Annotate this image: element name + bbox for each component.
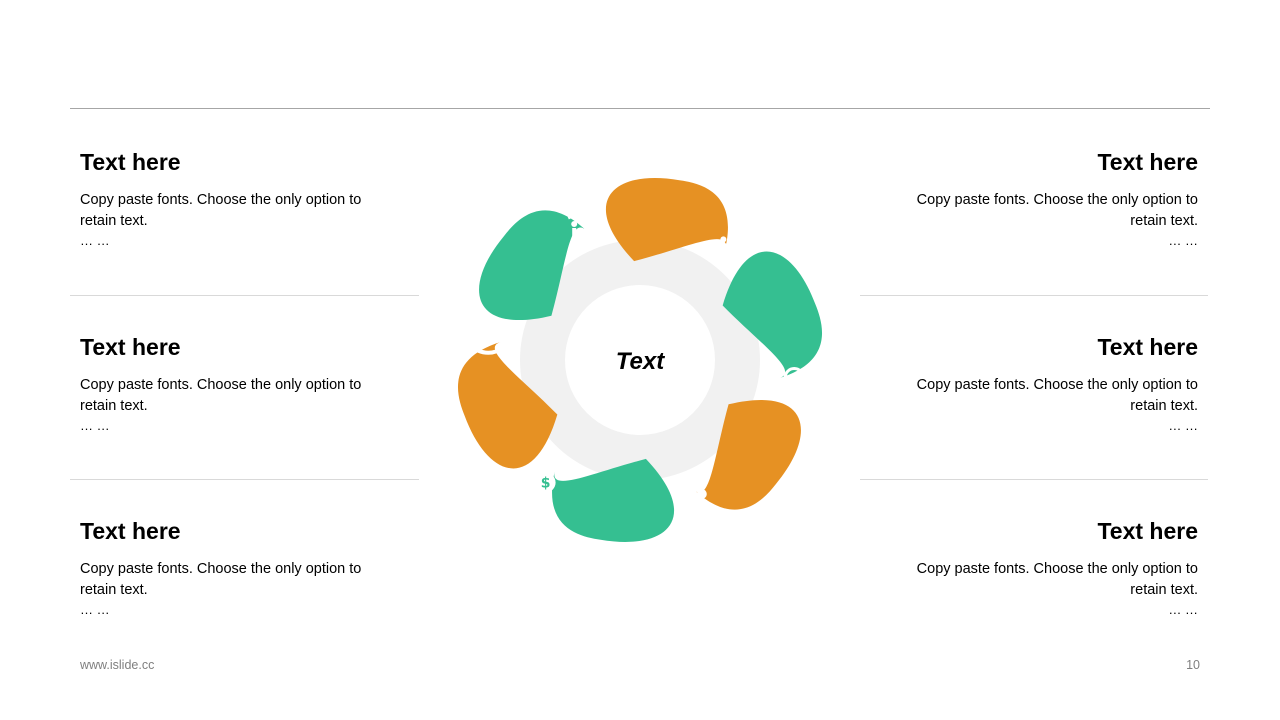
block-title: Text here bbox=[1097, 518, 1198, 544]
block-title: Text here bbox=[1097, 149, 1198, 175]
petal-3 bbox=[694, 400, 801, 510]
separator-right-1 bbox=[860, 295, 1208, 296]
block-ellipsis: … … bbox=[1168, 233, 1198, 248]
lightbulb-hand-icon bbox=[477, 319, 507, 355]
block-body: Copy paste fonts. Choose the only option… bbox=[80, 561, 362, 598]
block-title: Text here bbox=[1097, 334, 1198, 360]
header-rule bbox=[70, 108, 1210, 109]
petal-6 bbox=[479, 210, 586, 320]
page-number: 10 bbox=[1186, 658, 1200, 672]
teamwork-gears-icon bbox=[681, 484, 707, 518]
separator-right-2 bbox=[860, 479, 1208, 480]
center-circle bbox=[565, 285, 715, 435]
block-ellipsis: … … bbox=[80, 602, 110, 617]
petal-4 bbox=[552, 458, 675, 542]
block-ellipsis: … … bbox=[1168, 418, 1198, 433]
text-block-left-2: Text here Copy paste fonts. Choose the o… bbox=[80, 333, 400, 434]
block-body: Copy paste fonts. Choose the only option… bbox=[916, 561, 1198, 598]
block-ellipsis: … … bbox=[80, 418, 110, 433]
petal-5 bbox=[457, 341, 558, 469]
block-title: Text here bbox=[80, 518, 181, 544]
svg-text:$: $ bbox=[541, 476, 551, 492]
block-ellipsis: … … bbox=[1168, 602, 1198, 617]
text-block-left-1: Text here Copy paste fonts. Choose the o… bbox=[80, 148, 400, 249]
block-body: Copy paste fonts. Choose the only option… bbox=[80, 192, 362, 229]
money-bag-hand-icon: $ bbox=[535, 457, 556, 493]
separator-left-1 bbox=[70, 295, 419, 296]
icon-group: $ bbox=[477, 200, 805, 518]
team-growth-arrow-icon bbox=[567, 200, 605, 237]
separator-left-2 bbox=[70, 479, 419, 480]
block-title: Text here bbox=[80, 334, 181, 360]
petal-2 bbox=[722, 251, 823, 379]
block-body: Copy paste fonts. Choose the only option… bbox=[916, 192, 1198, 229]
block-body: Copy paste fonts. Choose the only option… bbox=[80, 377, 362, 414]
block-title: Text here bbox=[80, 149, 181, 175]
presentation-pie-chart-icon bbox=[720, 229, 750, 256]
footer-website: www.islide.cc bbox=[80, 658, 155, 672]
text-block-right-3: Text here Copy paste fonts. Choose the o… bbox=[878, 517, 1198, 618]
center-label: Text bbox=[616, 348, 665, 375]
magnifier-person-icon bbox=[773, 367, 805, 399]
block-body: Copy paste fonts. Choose the only option… bbox=[916, 377, 1198, 414]
text-block-right-2: Text here Copy paste fonts. Choose the o… bbox=[878, 333, 1198, 434]
text-block-right-1: Text here Copy paste fonts. Choose the o… bbox=[878, 148, 1198, 249]
swirl-cycle-diagram: Text $ bbox=[457, 178, 823, 542]
text-block-left-3: Text here Copy paste fonts. Choose the o… bbox=[80, 517, 400, 618]
petal-1 bbox=[605, 178, 728, 262]
block-ellipsis: … … bbox=[80, 233, 110, 248]
